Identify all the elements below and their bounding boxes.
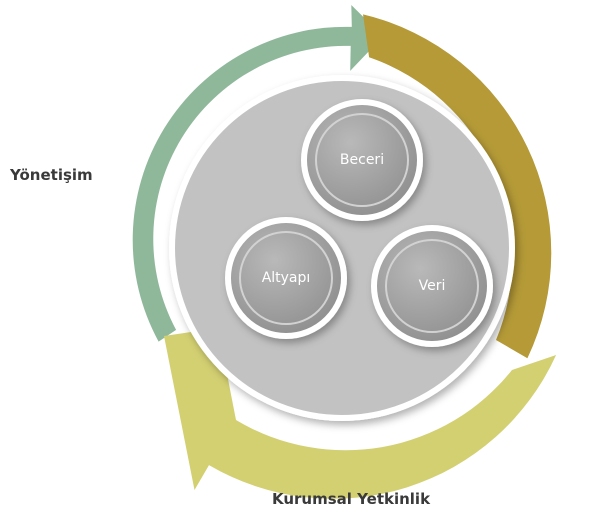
node-right: Veri <box>371 225 493 347</box>
capability-arrow <box>363 14 552 359</box>
node-right-label: Veri <box>419 278 446 294</box>
governance-label: Yönetişim <box>10 166 93 184</box>
node-top: Beceri <box>301 99 423 221</box>
node-left: Altyapı <box>225 217 347 339</box>
institutional-arrow <box>164 328 557 499</box>
institutional-capability-label: Kurumsal Yetkinlik <box>272 490 431 508</box>
node-left-label: Altyapı <box>262 270 311 286</box>
governance-arrow <box>132 5 384 342</box>
node-top-label: Beceri <box>340 152 384 168</box>
